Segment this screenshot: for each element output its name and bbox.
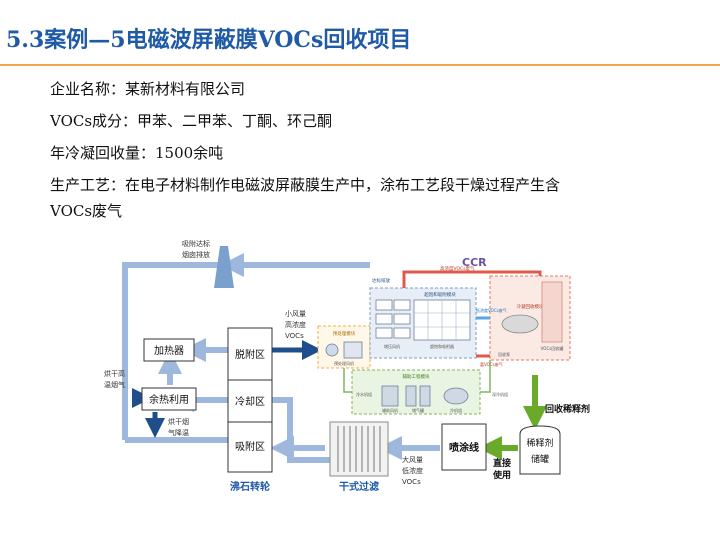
high-conc-label: 高浓度VOCs废气 [440, 265, 475, 272]
small-air-3: VOCs [285, 332, 304, 340]
water-unit-label: 冷水机组 [356, 391, 372, 397]
adsorption-zone [227, 421, 273, 473]
waste-heat-box [141, 387, 197, 411]
flow-high-conc [402, 270, 542, 288]
desorption-zone [227, 327, 273, 381]
dry-smoke-label-1: 烘干高 [104, 369, 125, 378]
aux-module-label: 辅助工程模块 [403, 373, 430, 380]
spray-line-label: 喷涂线 [449, 441, 479, 454]
aux-air-label: 辅助风机 [382, 407, 398, 413]
tank-label-1: 稀释剂 [526, 437, 553, 449]
tank-label-2: 储罐 [531, 453, 549, 465]
recover-diluent-label: 回收稀释剂 [545, 403, 590, 415]
condense-side-panel [541, 281, 563, 343]
low-conc-label: 低浓度VOCs废气 [476, 307, 507, 313]
info-recovery: 年冷凝回收量：1500余吨 [50, 144, 224, 162]
direct-use-1: 直接 [493, 457, 511, 469]
pretreat-fan-icon [325, 343, 339, 357]
pretreat-unit-icon [343, 341, 363, 359]
spray-line-box [441, 423, 487, 471]
info-process-line2: VOCs废气 [50, 202, 123, 220]
booster-fan-label: 增压风机 [384, 343, 400, 349]
info-components: VOCs成分：甲苯、二甲苯、丁酮、环己酮 [50, 112, 333, 130]
cold-unit-label: 冷机组 [450, 407, 462, 413]
adsorber-cells [375, 299, 471, 341]
info-process-line1: 生产工艺：在电子材料制作电磁波屏蔽膜生产中，涂布工艺段干燥过程产生含 [50, 176, 561, 194]
dry-cool-label-1: 烘干烟 [168, 417, 189, 426]
adsorption-label: 吸附区 [235, 440, 265, 453]
condense-module-label: 冷凝回收模块 [517, 303, 544, 310]
aux-equipment-icons [381, 385, 469, 407]
standard-gas-label: 达标排放 [372, 277, 390, 284]
diluent-tank-icon [519, 425, 561, 475]
heater-label: 加热器 [154, 344, 184, 357]
cryo-unit-label: 深冷机组 [492, 391, 508, 397]
dark-arrows [132, 340, 322, 438]
stack-label-2: 烟囱排放 [182, 250, 210, 259]
heater-box [143, 338, 195, 362]
title-divider [0, 64, 720, 66]
zeolite-wheel-label: 沸石转轮 [230, 480, 270, 493]
air-tank-label: 储气罐 [412, 407, 424, 413]
large-air-1: 大风量 [402, 455, 423, 464]
dry-filter-box [329, 421, 389, 477]
rich-gas-label: 富VOCs废气 [480, 361, 503, 367]
recover-pump-label: 回收泵 [498, 351, 510, 357]
desorption-label: 脱附区 [235, 348, 265, 361]
filter-media-icon [337, 426, 381, 472]
chimney-icon [214, 246, 234, 288]
large-air-2: 低浓度 [402, 466, 423, 475]
adsorb-module-label: 超饱和吸附模块 [424, 291, 456, 298]
stack-label-1: 吸附达标 [182, 239, 210, 248]
small-air-2: 高浓度 [285, 320, 306, 329]
large-air-3: VOCs [402, 478, 421, 486]
flow-aux-link [343, 368, 352, 393]
green-lines [478, 375, 547, 460]
flow-aux-condense [480, 360, 491, 393]
dry-smoke-label-2: 温烟气 [104, 380, 125, 389]
condenser-icon [501, 314, 539, 334]
dry-cool-label-2: 气降温 [168, 428, 189, 437]
flow-lines [122, 253, 440, 463]
adsorber-grid [414, 300, 470, 340]
cooling-label: 冷却区 [235, 395, 265, 408]
vocs-tank-label: VOCs回收罐 [541, 345, 564, 351]
flow-left-loop [122, 262, 218, 440]
small-air-1: 小风量 [285, 309, 306, 318]
pretreat-module-label: 预处理模块 [333, 330, 356, 337]
pretreat-air-label: 预处理风机 [334, 360, 354, 366]
ccr-system: CCR 预处理模块 预处理风机 超饱和吸附模块 超饱和吸附器 增压风机 冷凝回收… [317, 256, 571, 415]
dry-filter-label: 干式过滤 [339, 480, 379, 493]
ccr-label: CCR [462, 256, 487, 269]
saturate-tower-label: 超饱和吸附器 [430, 343, 454, 349]
flow-cooling-loop [270, 397, 330, 463]
direct-use-2: 使用 [492, 469, 511, 481]
page-title: 5.3案例—5电磁波屏蔽膜VOCs回收项目 [6, 27, 412, 53]
waste-heat-label: 余热利用 [149, 393, 189, 406]
info-company: 企业名称：某新材料有限公司 [50, 80, 246, 98]
cooling-zone [227, 379, 273, 423]
